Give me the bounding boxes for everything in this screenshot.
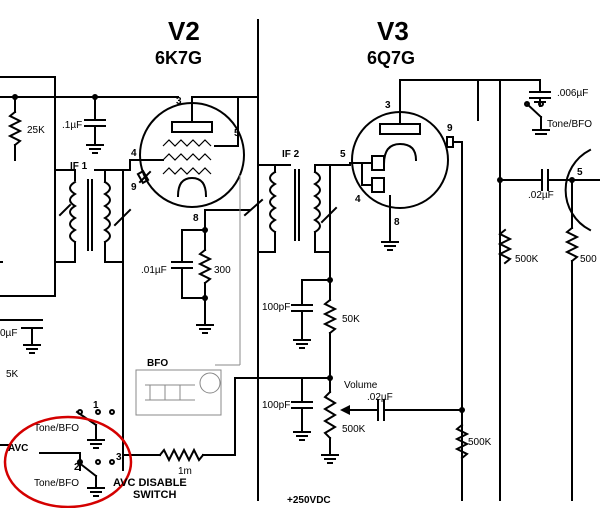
label-cap-left: 0µF xyxy=(0,328,17,339)
label-500k-a: 500K xyxy=(515,254,539,265)
tube-v2-name: V2 xyxy=(168,16,200,46)
tube-v3 xyxy=(349,96,454,251)
label-tone-bfo-left1: Tone/BFO xyxy=(34,423,79,434)
tube-v3-type: 6Q7G xyxy=(367,48,415,68)
avc-disable-switch[interactable] xyxy=(76,459,115,497)
v3-pin4: 4 xyxy=(355,194,361,205)
label-tone-bfo-right: Tone/BFO xyxy=(547,119,592,130)
label-0.02uf-right: .02µF xyxy=(528,190,554,201)
capacitor-left-bottom xyxy=(0,319,43,354)
v3-pin3: 3 xyxy=(385,100,391,111)
label-supply: +250VDC xyxy=(287,495,331,506)
v2-pin9: 9 xyxy=(131,182,137,193)
if1-transformer: IF 1 xyxy=(54,161,132,263)
sw-pin3: 3 xyxy=(116,452,122,463)
v2-pin4: 4 xyxy=(131,148,137,159)
v3-pin9: 9 xyxy=(447,123,453,134)
label-avc: AVC xyxy=(8,443,28,454)
label-if1: IF 1 xyxy=(70,161,88,172)
label-bfo: BFO xyxy=(147,358,168,369)
label-0.006uf: .006µF xyxy=(557,88,588,99)
v3-pin8: 8 xyxy=(394,217,400,228)
label-if2: IF 2 xyxy=(282,149,300,160)
label-5k: 5K xyxy=(6,369,19,380)
v2-cathode-network xyxy=(171,209,251,334)
v2-pin5: 5 xyxy=(234,128,240,139)
label-100pf-2: 100pF xyxy=(262,400,290,411)
right-pin5: 5 xyxy=(577,167,583,178)
tube-v3-name: V3 xyxy=(377,16,409,46)
label-0.01uf: .01µF xyxy=(141,265,167,276)
switch-label-line2: SWITCH xyxy=(133,489,176,501)
tone-bfo-switch-right xyxy=(524,79,551,135)
label-500k-b: 500K xyxy=(468,437,492,448)
label-0.02uf-volume: .02µF xyxy=(367,392,393,403)
label-tone-bfo-left2: Tone/BFO xyxy=(34,478,79,489)
switch-label-line1: AVC DISABLE xyxy=(113,477,187,489)
left-bus xyxy=(0,76,179,171)
tone-bfo-switch-left-1 xyxy=(75,409,115,449)
label-500-d: 500 xyxy=(580,254,597,265)
highlight-circle xyxy=(3,415,133,508)
if2-transformer: IF 2 xyxy=(243,149,341,253)
v2-pin3: 3 xyxy=(176,96,182,107)
v3-pin5: 5 xyxy=(340,149,346,160)
label-100pf-1: 100pF xyxy=(262,302,290,313)
capacitor-0.1uf xyxy=(84,96,106,154)
label-25k: 25K xyxy=(27,125,45,136)
detector-network xyxy=(291,251,465,464)
tube-v2-type: 6K7G xyxy=(155,48,202,68)
label-300: 300 xyxy=(214,265,231,276)
v2-pin8: 8 xyxy=(193,213,199,224)
sw-pin1: 1 xyxy=(93,400,99,411)
label-0.1uf: .1µF xyxy=(62,120,82,131)
resistor-25k xyxy=(7,110,23,161)
label-50k: 50K xyxy=(342,314,360,325)
bfo-module: BFO xyxy=(135,358,222,416)
label-500k-volume: 500K xyxy=(342,424,366,435)
label-volume: Volume xyxy=(344,380,378,391)
tube-v2 xyxy=(136,96,245,208)
label-1m: 1m xyxy=(178,466,192,477)
sw-pin2: 2 xyxy=(74,462,80,473)
